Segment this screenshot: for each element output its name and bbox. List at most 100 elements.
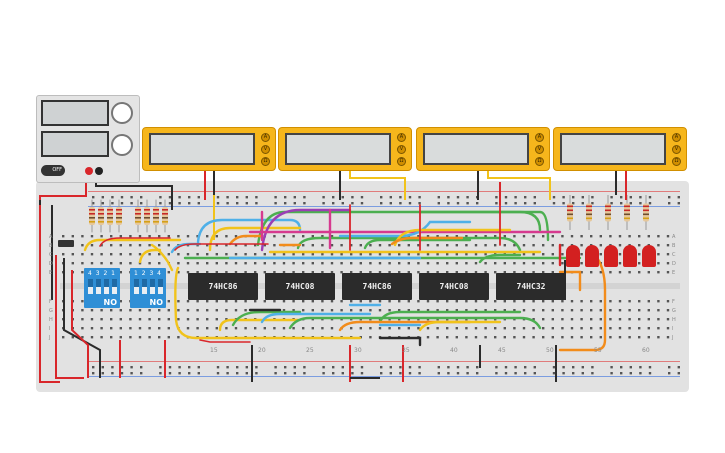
- led-3[interactable]: [604, 245, 618, 267]
- breadboard-hole: [446, 253, 449, 256]
- breadboard-hole: [666, 336, 670, 339]
- breadboard-hole: [293, 196, 296, 199]
- column-number: 40: [450, 347, 458, 354]
- ic-chip-2[interactable]: 74HC08: [265, 273, 335, 300]
- breadboard-hole: [522, 271, 526, 274]
- breadboard-hole: [158, 262, 161, 265]
- led-4[interactable]: [623, 245, 637, 267]
- ic-chip-5[interactable]: 74HC32: [496, 273, 566, 300]
- breadboard-hole: [322, 372, 325, 375]
- dip-toggle[interactable]: [142, 279, 147, 294]
- row-letter: F: [49, 299, 52, 305]
- multimeter-knob-v[interactable]: V: [397, 145, 406, 154]
- breadboard-hole: [274, 202, 277, 205]
- resistor-group-left[interactable]: [89, 199, 168, 233]
- breadboard-hole: [426, 271, 430, 274]
- multimeter-knob-ohm[interactable]: Ω: [535, 157, 544, 166]
- multimeter-knob-a[interactable]: A: [261, 133, 270, 142]
- breadboard-hole: [138, 309, 142, 312]
- breadboard-hole: [504, 366, 508, 369]
- breadboard-hole: [177, 271, 180, 274]
- breadboard-hole: [648, 202, 652, 205]
- breadboard-hole: [552, 366, 556, 369]
- psu-terminal-black[interactable]: [95, 167, 103, 175]
- led-5[interactable]: [642, 245, 656, 267]
- dip-toggle[interactable]: [104, 279, 109, 294]
- multimeter-knob-v[interactable]: V: [535, 145, 544, 154]
- breadboard-hole: [552, 202, 556, 205]
- multimeter-4[interactable]: A V Ω: [553, 127, 687, 171]
- ic-chip-3[interactable]: 74HC86: [342, 273, 412, 300]
- breadboard-hole: [417, 271, 420, 274]
- dip-toggle[interactable]: [96, 279, 101, 294]
- breadboard-hole: [398, 327, 401, 330]
- breadboard-hole: [360, 372, 364, 375]
- dip-switch-1[interactable]: 4 3 2 1 NO: [84, 268, 120, 308]
- multimeter-screen: [285, 133, 391, 165]
- breadboard-hole: [677, 196, 680, 199]
- breadboard-hole: [167, 253, 170, 256]
- multimeter-knob-a[interactable]: A: [397, 133, 406, 142]
- breadboard-hole: [408, 196, 412, 199]
- resistor: [144, 207, 150, 225]
- breadboard-hole: [340, 244, 343, 247]
- dip-toggle[interactable]: [134, 279, 139, 294]
- column-number: 45: [498, 347, 506, 354]
- multimeter-knob-a[interactable]: A: [672, 133, 681, 142]
- dip-toggle[interactable]: [88, 279, 93, 294]
- breadboard-hole: [244, 300, 247, 303]
- breadboard-hole: [330, 300, 334, 303]
- breadboard-hole: [638, 327, 641, 330]
- dip-on-label: NO: [103, 298, 118, 307]
- breadboard-hole: [110, 309, 113, 312]
- breadboard-hole: [273, 253, 276, 256]
- breadboard-hole: [234, 244, 238, 247]
- multimeter-knob-ohm[interactable]: Ω: [672, 157, 681, 166]
- multimeter-2[interactable]: A V Ω: [278, 127, 412, 171]
- breadboard-hole: [666, 253, 670, 256]
- breadboard-hole: [599, 309, 602, 312]
- multimeter-knob-ohm[interactable]: Ω: [261, 157, 270, 166]
- breadboard-hole: [159, 372, 162, 375]
- psu-terminal-red[interactable]: [85, 167, 93, 175]
- breadboard-hole: [129, 262, 132, 265]
- breadboard-hole: [119, 318, 122, 321]
- multimeter-knob-v[interactable]: V: [261, 145, 270, 154]
- row-letter: B: [49, 243, 53, 249]
- breadboard-hole: [437, 202, 440, 205]
- multimeter-knob-v[interactable]: V: [672, 145, 681, 154]
- multimeter-3[interactable]: A V Ω: [416, 127, 550, 171]
- ic-chip-4[interactable]: 74HC08: [419, 273, 489, 300]
- psu-current-dial[interactable]: [111, 134, 133, 156]
- psu-power-switch[interactable]: OFF: [41, 165, 65, 176]
- breadboard-hole: [206, 262, 209, 265]
- slide-switch[interactable]: [58, 240, 74, 247]
- breadboard-hole: [322, 196, 325, 199]
- multimeter-knob-a[interactable]: A: [535, 133, 544, 142]
- dip-switch-2[interactable]: 1 2 3 4 NO: [130, 268, 166, 308]
- led-1[interactable]: [566, 245, 580, 267]
- power-supply[interactable]: OFF: [36, 95, 140, 183]
- breadboard-hole: [186, 318, 190, 321]
- resistor-group-right[interactable]: [567, 195, 649, 230]
- breadboard-hole: [465, 309, 468, 312]
- psu-voltage-dial[interactable]: [111, 102, 133, 124]
- ic-chip-1[interactable]: 74HC86: [188, 273, 258, 300]
- breadboard-hole: [618, 253, 622, 256]
- breadboard-hole: [206, 244, 209, 247]
- breadboard-hole: [513, 336, 516, 339]
- breadboard-hole: [255, 196, 258, 199]
- breadboard-hole: [647, 300, 650, 303]
- dip-toggle[interactable]: [150, 279, 155, 294]
- multimeter-1[interactable]: A V Ω: [142, 127, 276, 171]
- breadboard-hole: [197, 366, 200, 369]
- breadboard-hole: [350, 300, 353, 303]
- led-2[interactable]: [585, 245, 599, 267]
- dip-toggle[interactable]: [112, 279, 117, 294]
- multimeter-knob-ohm[interactable]: Ω: [397, 157, 406, 166]
- dip-toggle[interactable]: [158, 279, 163, 294]
- breadboard-hole: [677, 202, 680, 205]
- resistor: [98, 207, 104, 225]
